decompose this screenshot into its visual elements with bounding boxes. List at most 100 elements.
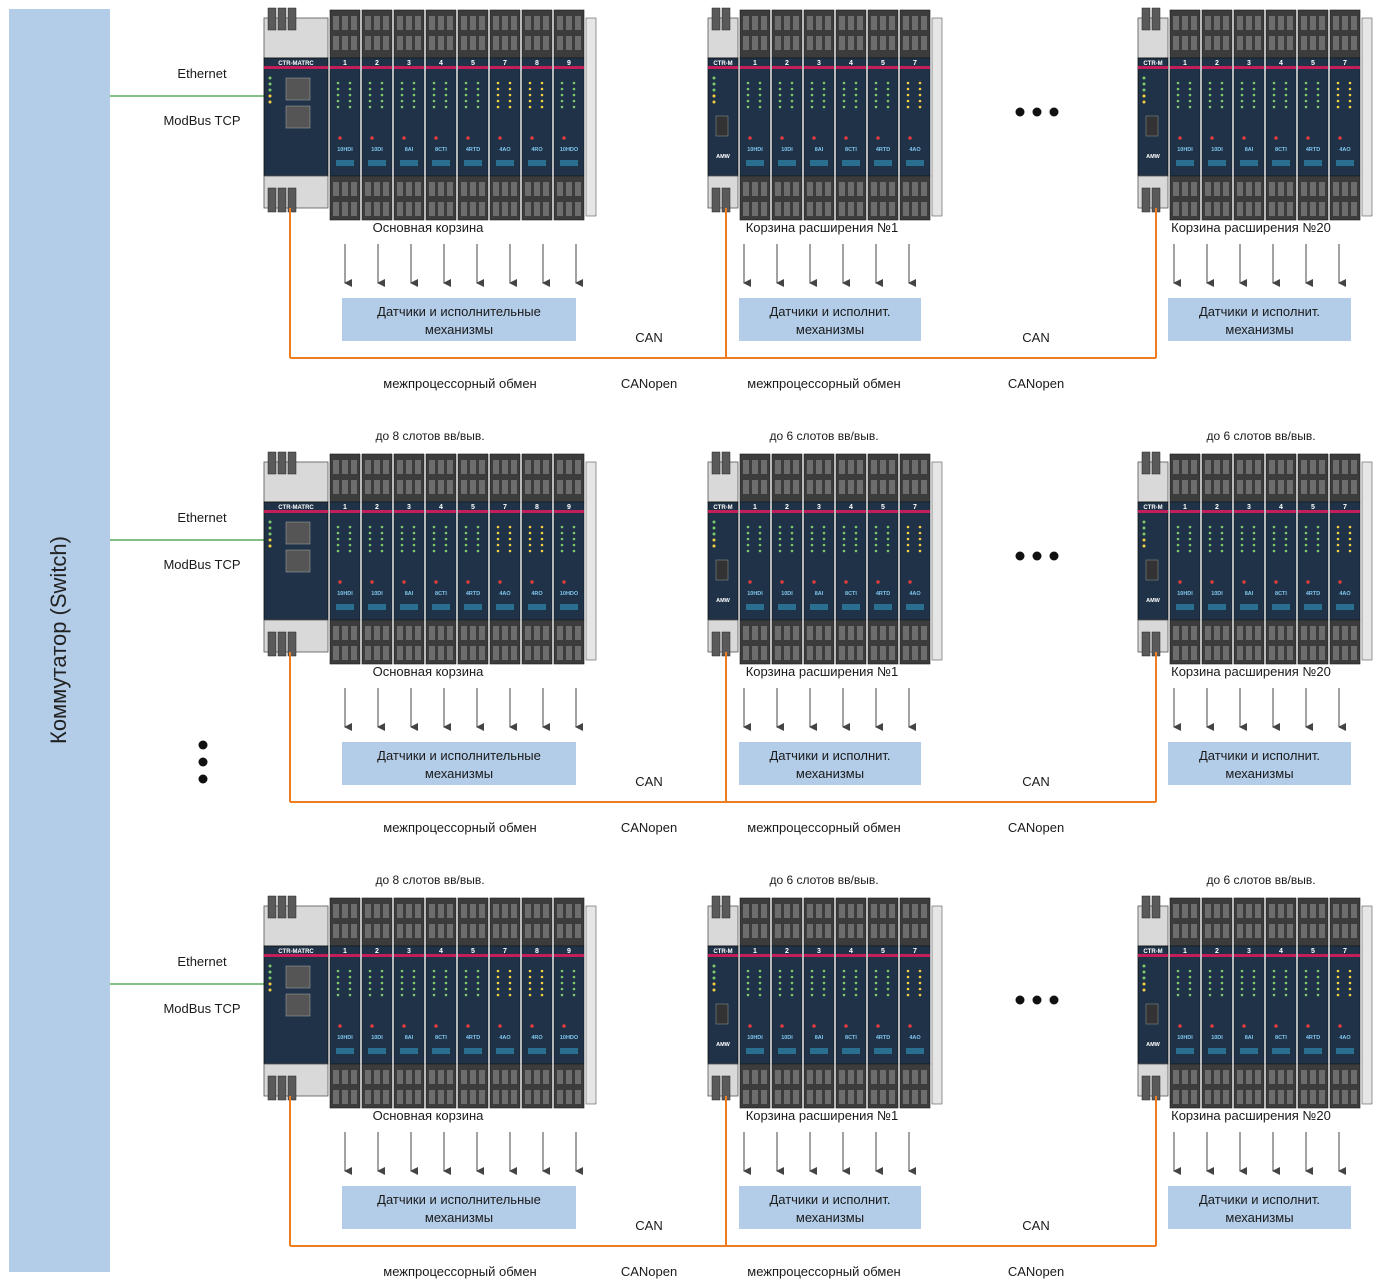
fault-led (434, 136, 438, 140)
terminal-screw (543, 626, 549, 640)
terminal-screw (479, 202, 485, 216)
terminal-screw (493, 16, 499, 30)
channel-led (918, 93, 922, 97)
status-led (712, 982, 716, 986)
channel-led (1240, 93, 1244, 97)
channel-led (822, 981, 826, 985)
channel-led (336, 987, 340, 991)
terminal-screw (825, 480, 831, 494)
channel-led (560, 981, 564, 985)
terminal-screw (1287, 36, 1293, 50)
channel-led (1240, 981, 1244, 985)
terminal-screw (752, 480, 758, 494)
channel-led (1176, 981, 1180, 985)
terminal-screw (825, 1070, 831, 1084)
terminal-screw (743, 924, 749, 938)
module-type-label: 8AI (815, 591, 824, 597)
terminal-screw (784, 202, 790, 216)
terminal-screw (903, 16, 909, 30)
channel-led (778, 975, 782, 979)
terminal-screw (438, 1070, 444, 1084)
channel-led (1176, 93, 1180, 97)
channel-led (1188, 537, 1192, 541)
channel-led (336, 531, 340, 535)
terminal-screw (784, 1090, 790, 1104)
terminal-screw (880, 904, 886, 918)
terminal-screw (1237, 16, 1243, 30)
terminal-screw (1351, 646, 1357, 660)
module-connector-tab (368, 604, 386, 610)
terminal-screw (825, 904, 831, 918)
channel-led (1240, 975, 1244, 979)
terminal-screw (470, 924, 476, 938)
channel-led (476, 975, 480, 979)
channel-led (1252, 99, 1256, 103)
channel-led (886, 99, 890, 103)
module-connector-tab (560, 604, 578, 610)
terminal-screw (557, 460, 563, 474)
terminal-screw (511, 36, 517, 50)
channel-led (400, 987, 404, 991)
io-accent-stripe (426, 954, 456, 957)
channel-led (1272, 105, 1276, 109)
channel-led (400, 531, 404, 535)
module-connector-tab (368, 160, 386, 166)
channel-led (444, 993, 448, 997)
terminal-screw (880, 480, 886, 494)
terminal-screw (511, 904, 517, 918)
io-accent-stripe (1170, 66, 1200, 69)
terminal-screw (775, 1070, 781, 1084)
channel-led (1284, 87, 1288, 91)
terminal-screw (1342, 626, 1348, 640)
terminal-screw (1342, 182, 1348, 196)
channel-led (854, 525, 858, 529)
terminal-screw (470, 646, 476, 660)
channel-led (1220, 537, 1224, 541)
io-accent-stripe (394, 510, 424, 513)
terminal-screw (406, 646, 412, 660)
canopen-label: CANopen (1008, 1264, 1064, 1279)
terminal-screw (1351, 36, 1357, 50)
terminal-screw (775, 16, 781, 30)
fault-led (338, 136, 342, 140)
module-connector-tab (842, 160, 860, 166)
module-connector-tab (496, 604, 514, 610)
channel-led (560, 81, 564, 85)
terminal-screw (333, 460, 339, 474)
sensors-label-line1: Датчики и исполнит. (1199, 304, 1320, 319)
channel-led (886, 537, 890, 541)
terminal-block (277, 187, 287, 213)
terminal-screw (1351, 16, 1357, 30)
channel-led (1176, 993, 1180, 997)
channel-led (886, 969, 890, 973)
channel-led (906, 549, 910, 553)
terminal-screw (880, 1070, 886, 1084)
channel-led (1252, 543, 1256, 547)
fault-led (876, 1024, 880, 1028)
channel-led (918, 549, 922, 553)
channel-led (348, 975, 352, 979)
io-basket: до 6 слотов вв/выв.CTR-MAMW110HDI210DI38… (1137, 873, 1373, 1229)
channel-led (842, 105, 846, 109)
channel-led (746, 537, 750, 541)
terminal-screw (871, 16, 877, 30)
terminal-screw (752, 646, 758, 660)
channel-led (854, 975, 858, 979)
channel-led (842, 531, 846, 535)
channel-led (1348, 981, 1352, 985)
channel-led (400, 105, 404, 109)
head-module-label: CTR-M (1143, 61, 1162, 67)
fault-led (466, 1024, 470, 1028)
channel-led (1304, 981, 1308, 985)
channel-led (380, 537, 384, 541)
channel-led (1208, 99, 1212, 103)
channel-led (1316, 993, 1320, 997)
channel-led (1188, 93, 1192, 97)
io-module-body (771, 501, 803, 621)
